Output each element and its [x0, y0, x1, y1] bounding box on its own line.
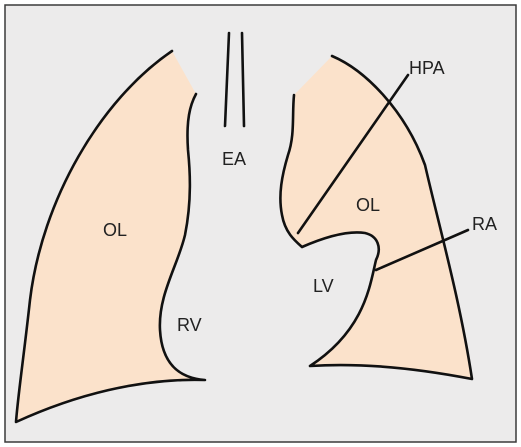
ol-left-label: OL	[103, 220, 127, 240]
ra-label: RA	[472, 214, 497, 234]
rv-label: RV	[177, 315, 202, 335]
ol-right-label: OL	[356, 195, 380, 215]
ea-label: EA	[222, 149, 246, 169]
lv-label: LV	[313, 276, 334, 296]
hpa-label: HPA	[409, 58, 445, 78]
